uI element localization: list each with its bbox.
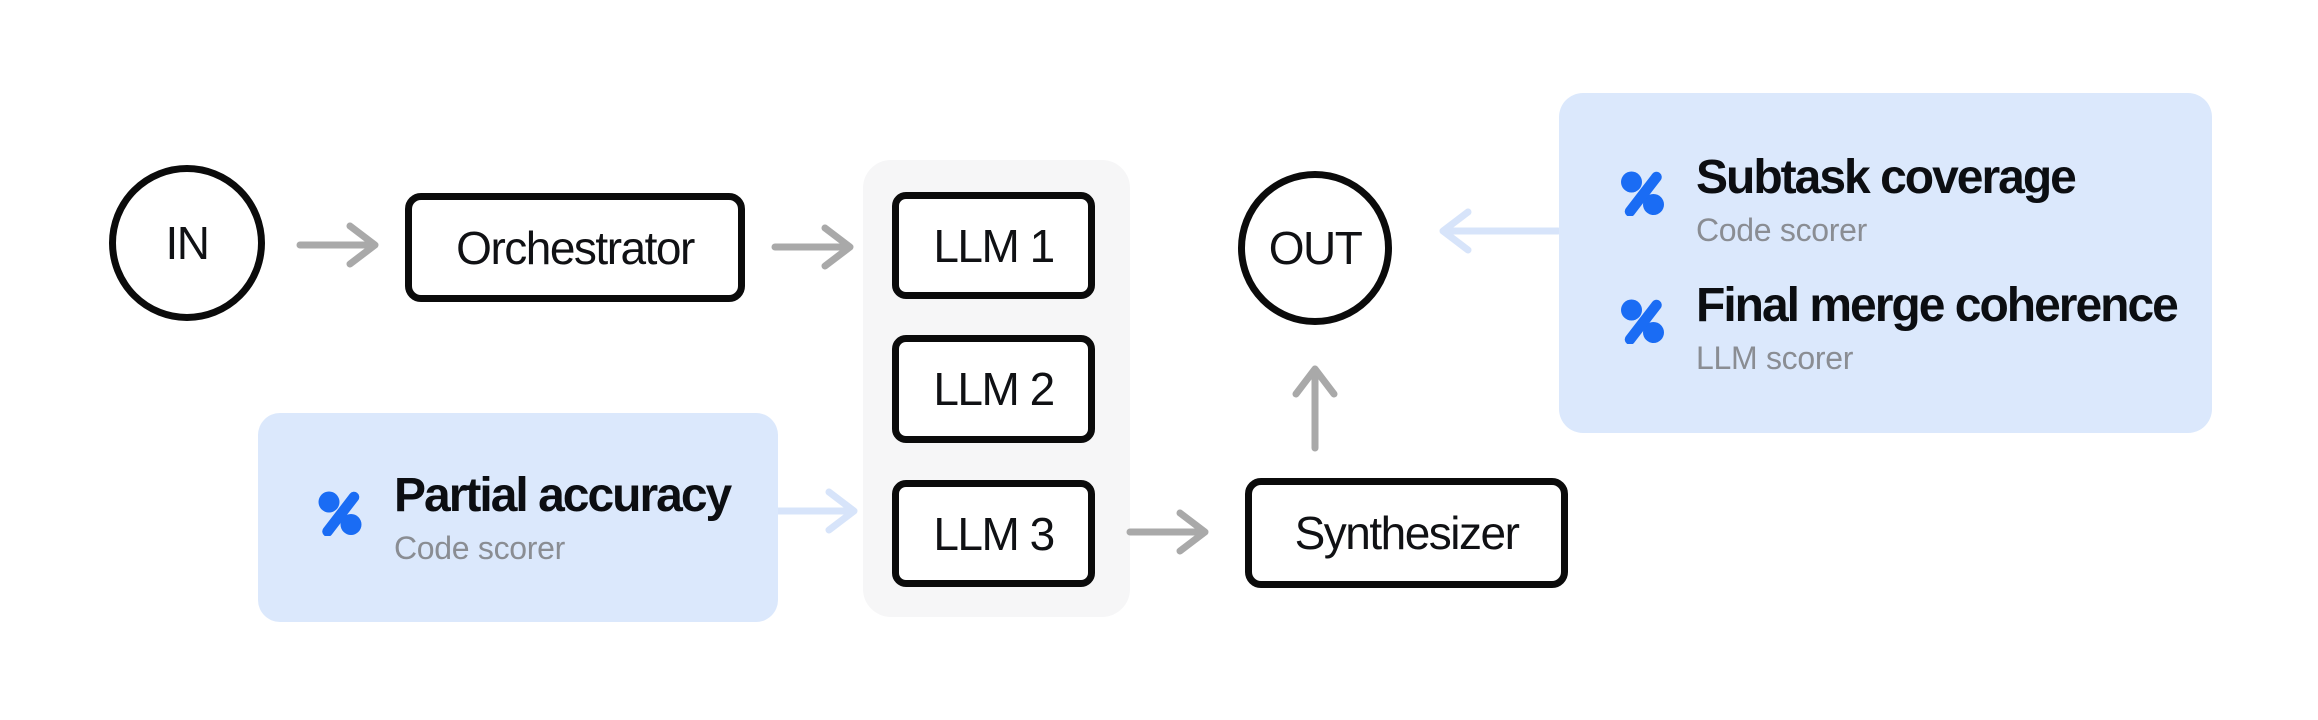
node-llm-2: LLM 2 [892,335,1095,443]
scorer-title: Final merge coherence [1696,278,2179,332]
scorer-title: Partial accuracy [394,469,732,522]
node-in: IN [109,165,265,321]
scorer-title: Subtask coverage [1696,150,2077,204]
scorer-subtitle: Code scorer [394,530,565,566]
node-llm-3: LLM 3 [892,480,1095,587]
node-in-label: IN [165,217,211,269]
arrow-partial-accuracy-to-llm3 [769,488,858,534]
llm-group-container: LLM 1 LLM 2 LLM 3 [863,160,1130,617]
arrow-in-to-orchestrator [296,222,379,268]
scorer-subtitle: LLM scorer [1696,339,1854,376]
arrow-synthesizer-to-out [1292,365,1338,452]
node-llm-1: LLM 1 [892,192,1095,299]
node-out-label: OUT [1268,222,1363,274]
scorer-row-final-merge-coherence: Final merge coherence LLM scorer [1620,277,2212,378]
node-out: OUT [1238,171,1392,325]
scorer-row-subtask-coverage: Subtask coverage Code scorer [1620,149,2212,250]
arrow-scorers-to-out [1439,208,1562,254]
node-llm-2-label: LLM 2 [933,363,1055,415]
percent-scorer-icon [1620,171,1665,216]
arrow-llm3-to-synthesizer [1126,509,1209,555]
scorer-text-block: Final merge coherence LLM scorer [1696,277,2179,378]
scorer-text-block: Subtask coverage Code scorer [1696,149,2077,250]
node-llm-3-label: LLM 3 [933,507,1055,560]
callout-output-scorers: Subtask coverage Code scorer Final merge… [1559,93,2212,433]
node-synthesizer: Synthesizer [1245,478,1568,588]
scorer-row-partial-accuracy: Partial accuracy Code scorer [317,467,732,568]
scorer-subtitle: Code scorer [1696,211,1867,248]
node-orchestrator: Orchestrator [405,193,745,302]
scorer-text-block: Partial accuracy Code scorer [394,467,732,568]
callout-partial-accuracy: Partial accuracy Code scorer [258,413,778,622]
node-llm-1-label: LLM 1 [933,219,1055,272]
percent-scorer-icon [1620,299,1665,344]
percent-scorer-icon [317,491,363,536]
node-synthesizer-label: Synthesizer [1294,507,1520,559]
arrow-orchestrator-to-llms [771,224,854,270]
node-orchestrator-label: Orchestrator [456,221,695,274]
